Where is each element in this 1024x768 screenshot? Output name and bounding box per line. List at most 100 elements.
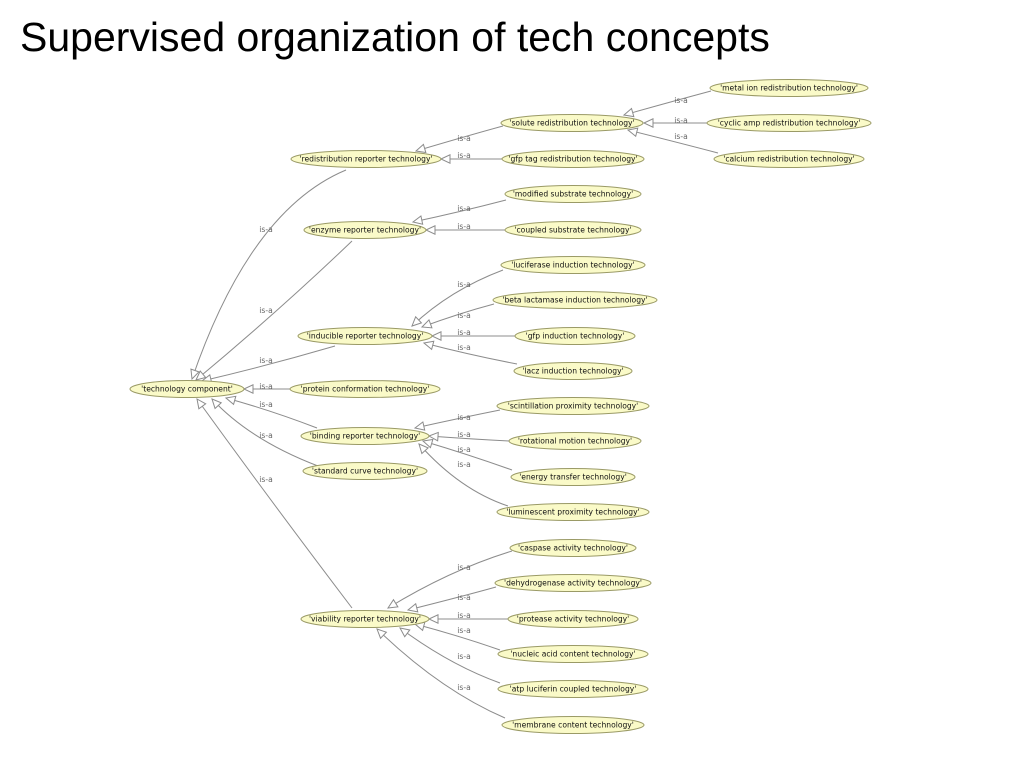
arrowhead-rrt-tc	[190, 368, 200, 381]
edge-label-car-srt: is-a	[674, 116, 687, 125]
arrowhead-lit-irt	[411, 315, 423, 327]
node-ett[interactable]: 'energy transfer technology'	[510, 468, 636, 486]
node-ellipse	[510, 468, 636, 486]
arrowhead-spt-brt	[413, 421, 426, 431]
node-label: 'beta lactamase induction technology'	[502, 296, 647, 305]
node-ellipse	[494, 574, 652, 592]
node-label: 'standard curve technology'	[312, 467, 418, 476]
edge-label-srt-rrt: is-a	[457, 134, 470, 143]
arrowhead-pat-vrt	[427, 614, 439, 624]
node-car[interactable]: 'cyclic amp redistribution technology'	[706, 114, 872, 132]
node-brt[interactable]: 'binding reporter technology'	[300, 427, 430, 445]
edge-label-mst-ert: is-a	[457, 204, 470, 213]
node-ellipse	[497, 680, 649, 698]
node-srt[interactable]: 'solute redistribution technology'	[500, 114, 644, 132]
node-label: 'gfp induction technology'	[526, 332, 625, 341]
node-irt[interactable]: 'inducible reporter technology'	[297, 327, 433, 345]
is-a-edge-lpt-brt	[418, 443, 509, 507]
node-ellipse	[504, 185, 642, 203]
node-label: 'atp luciferin coupled technology'	[510, 685, 637, 694]
node-rrt[interactable]: 'redistribution reporter technology'	[290, 150, 442, 168]
node-gtr[interactable]: 'gfp tag redistribution technology'	[501, 150, 645, 168]
node-ellipse	[303, 221, 427, 239]
node-label: 'inducible reporter technology'	[307, 332, 424, 341]
edge-label-cat-vrt: is-a	[457, 563, 470, 572]
node-ellipse	[496, 503, 650, 521]
is-a-edge-srt-rrt	[415, 125, 504, 152]
node-rmt[interactable]: 'rotational motion technology'	[508, 432, 642, 450]
node-ellipse	[508, 432, 642, 450]
node-label: 'luciferase induction technology'	[511, 261, 634, 270]
node-label: 'nucleic acid content technology'	[510, 650, 635, 659]
node-label: 'cyclic amp redistribution technology'	[718, 119, 861, 128]
is-a-edge-irt-tc	[201, 345, 336, 382]
node-ellipse	[300, 427, 430, 445]
node-alct[interactable]: 'atp luciferin coupled technology'	[497, 680, 649, 698]
node-label: 'lacz induction technology'	[522, 367, 623, 376]
node-ellipse	[513, 362, 633, 380]
arrowhead-brt-tc	[224, 395, 237, 406]
node-tc[interactable]: 'technology component'	[129, 380, 245, 398]
is-a-edge-cal-srt	[627, 129, 719, 154]
node-git[interactable]: 'gfp induction technology'	[514, 327, 636, 345]
node-label: 'solute redistribution technology'	[509, 119, 634, 128]
node-lzit[interactable]: 'lacz induction technology'	[513, 362, 633, 380]
is-a-edge-vrt-tc	[196, 398, 353, 609]
node-pct[interactable]: 'protein conformation technology'	[289, 380, 441, 398]
edge-labels-layer: is-a is-a is-a is-a is-a is-a is-a is-a is-a is-a…	[259, 96, 687, 692]
node-spt[interactable]: 'scintillation proximity technology'	[496, 397, 650, 415]
node-cst[interactable]: 'coupled substrate technology'	[504, 221, 642, 239]
node-nact[interactable]: 'nucleic acid content technology'	[497, 645, 649, 663]
edge-label-spt-brt: is-a	[457, 413, 470, 422]
node-label: 'rotational motion technology'	[518, 437, 632, 446]
node-ellipse	[504, 221, 642, 239]
node-label: 'gfp tag redistribution technology'	[508, 155, 637, 164]
arrowhead-mst-ert	[411, 215, 424, 225]
node-ellipse	[492, 291, 658, 309]
node-sct[interactable]: 'standard curve technology'	[302, 462, 428, 480]
edge-label-ert-tc: is-a	[259, 306, 272, 315]
arrowhead-lpt-brt	[418, 443, 430, 455]
node-dat[interactable]: 'dehydrogenase activity technology'	[494, 574, 652, 592]
edge-label-pat-vrt: is-a	[457, 611, 470, 620]
node-label: 'caspase activity technology'	[518, 544, 628, 553]
node-vrt[interactable]: 'viability reporter technology'	[300, 610, 430, 628]
arrowhead-pct-tc	[242, 384, 254, 394]
arrowhead-lzit-irt	[422, 340, 435, 351]
node-mst[interactable]: 'modified substrate technology'	[504, 185, 642, 203]
node-ellipse	[514, 327, 636, 345]
node-blit[interactable]: 'beta lactamase induction technology'	[492, 291, 658, 309]
node-pat[interactable]: 'protease activity technology'	[507, 610, 639, 628]
is-a-edge-rrt-tc	[191, 169, 347, 380]
arrowhead-dat-vrt	[406, 602, 419, 613]
node-cat[interactable]: 'caspase activity technology'	[509, 539, 637, 557]
arrowhead-srt-rrt	[414, 143, 427, 154]
edge-label-vrt-tc: is-a	[259, 475, 272, 484]
edge-label-dat-vrt: is-a	[457, 593, 470, 602]
arrowhead-git-irt	[430, 331, 442, 341]
node-ellipse	[507, 610, 639, 628]
node-lpt[interactable]: 'luminescent proximity technology'	[496, 503, 650, 521]
node-ellipse	[709, 79, 869, 97]
node-mct[interactable]: 'membrane content technology'	[501, 716, 645, 734]
edge-label-lzit-irt: is-a	[457, 343, 470, 352]
is-a-edge-mst-ert	[412, 199, 507, 223]
node-ellipse	[509, 539, 637, 557]
arrowhead-mct-vrt	[376, 628, 388, 640]
node-lit[interactable]: 'luciferase induction technology'	[500, 256, 646, 274]
edge-label-mir-srt: is-a	[674, 96, 687, 105]
arrowhead-cat-vrt	[386, 598, 399, 609]
edge-label-alct-vrt: is-a	[457, 652, 470, 661]
node-cal[interactable]: 'calcium redistribution technology'	[713, 150, 865, 168]
is-a-edge-ert-tc	[195, 240, 353, 381]
edge-label-sct-tc: is-a	[259, 431, 272, 440]
node-mir[interactable]: 'metal ion redistribution technology'	[709, 79, 869, 97]
node-label: 'enzyme reporter technology'	[309, 226, 421, 235]
node-ert[interactable]: 'enzyme reporter technology'	[303, 221, 427, 239]
node-ellipse	[496, 397, 650, 415]
edge-label-cal-srt: is-a	[674, 132, 687, 141]
node-ellipse	[500, 114, 644, 132]
is-a-edge-alct-vrt	[399, 627, 501, 684]
node-label: 'viability reporter technology'	[309, 615, 421, 624]
arrowhead-blit-irt	[420, 319, 433, 329]
